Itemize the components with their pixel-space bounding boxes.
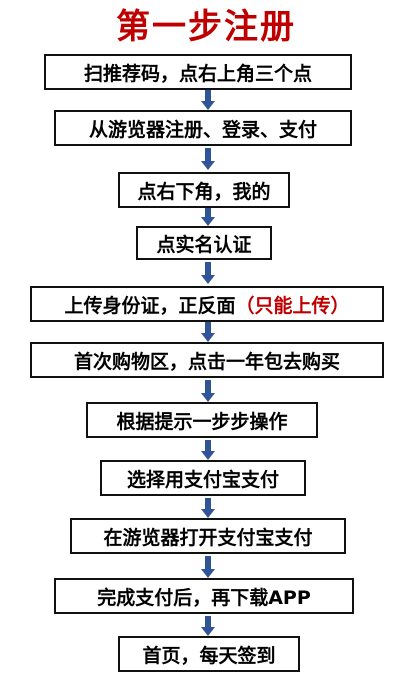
step-8-box: 选择用支付宝支付 (100, 460, 306, 496)
step-2-box: 从游览器注册、登录、支付 (54, 110, 352, 146)
step-4-label: 点实名认证 (156, 233, 252, 256)
down-arrow-icon (201, 616, 215, 636)
down-arrow-icon (201, 556, 215, 578)
down-arrow-icon (201, 440, 215, 460)
down-arrow-icon (201, 262, 215, 284)
step-9-box: 在游览器打开支付宝支付 (70, 518, 346, 554)
down-arrow-icon (201, 90, 215, 110)
page-title: 第一步注册 (116, 7, 296, 47)
step-5-note: （只能上传） (235, 294, 350, 317)
down-arrow-icon (201, 498, 215, 518)
step-6-box: 首次购物区，点击一年包去购买 (30, 342, 384, 378)
step-7-label: 根据提示一步步操作 (116, 410, 288, 433)
step-9-label: 在游览器打开支付宝支付 (103, 526, 313, 549)
down-arrow-icon (201, 148, 215, 170)
down-arrow-icon (201, 322, 215, 342)
step-8-label: 选择用支付宝支付 (126, 468, 279, 491)
step-6-label: 首次购物区，点击一年包去购买 (73, 350, 340, 373)
step-7-box: 根据提示一步步操作 (86, 402, 318, 438)
down-arrow-icon (201, 208, 215, 226)
step-2-label: 从游览器注册、登录、支付 (88, 118, 317, 141)
down-arrow-icon (201, 380, 215, 402)
step-10-box: 完成支付后，再下载APP (54, 578, 354, 614)
step-10-label: 完成支付后，再下载APP (97, 586, 311, 609)
step-4-box: 点实名认证 (136, 226, 272, 260)
step-5-label: 上传身份证，正反面 (64, 294, 236, 317)
step-11-label: 首页，每天签到 (142, 644, 276, 667)
step-3-box: 点右下角，我的 (118, 172, 290, 208)
step-1-box: 扫推荐码，点右上角三个点 (44, 54, 352, 90)
step-5-box: 上传身份证，正反面（只能上传） (30, 286, 384, 322)
step-3-label: 点右下角，我的 (137, 180, 271, 203)
step-1-label: 扫推荐码，点右上角三个点 (83, 62, 312, 85)
step-11-box: 首页，每天签到 (118, 636, 300, 672)
